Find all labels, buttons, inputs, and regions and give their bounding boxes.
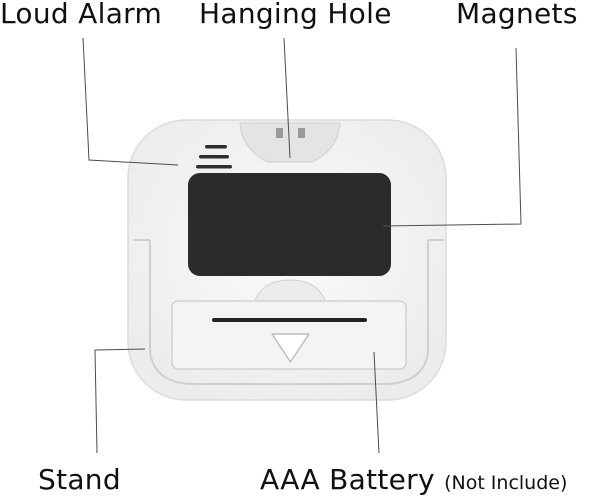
speaker-grille-line (205, 145, 227, 149)
label-loud-alarm: Loud Alarm (0, 0, 163, 30)
label-not-include: (Not Include) (444, 472, 568, 494)
label-magnets: Magnets (456, 0, 578, 30)
label-stand: Stand (38, 463, 121, 496)
magnet-panel (188, 173, 391, 276)
stand-right-rail (387, 240, 429, 385)
arrow-down-icon (271, 333, 310, 363)
leader-line-battery (373, 351, 380, 454)
leader-line-hanging-hole (283, 37, 291, 159)
label-hanging-hole: Hanging Hole (199, 0, 392, 30)
speaker-grille-line (199, 155, 229, 159)
stand-left-rail (149, 240, 191, 385)
battery-cover-slot (212, 318, 367, 322)
speaker-grille-line (196, 165, 232, 169)
leader-line-stand (94, 348, 146, 454)
leader-line-loud-alarm (82, 37, 179, 166)
label-aaa-battery-text: AAA Battery (260, 463, 435, 496)
label-aaa-battery: AAA Battery (Not Include) (260, 466, 567, 494)
hanging-hole (239, 122, 341, 163)
hanging-hole-slot-left (276, 128, 283, 138)
hanging-hole-slot-right (298, 128, 305, 138)
leader-line-magnets (382, 47, 522, 227)
battery-clip-tab (253, 279, 327, 304)
